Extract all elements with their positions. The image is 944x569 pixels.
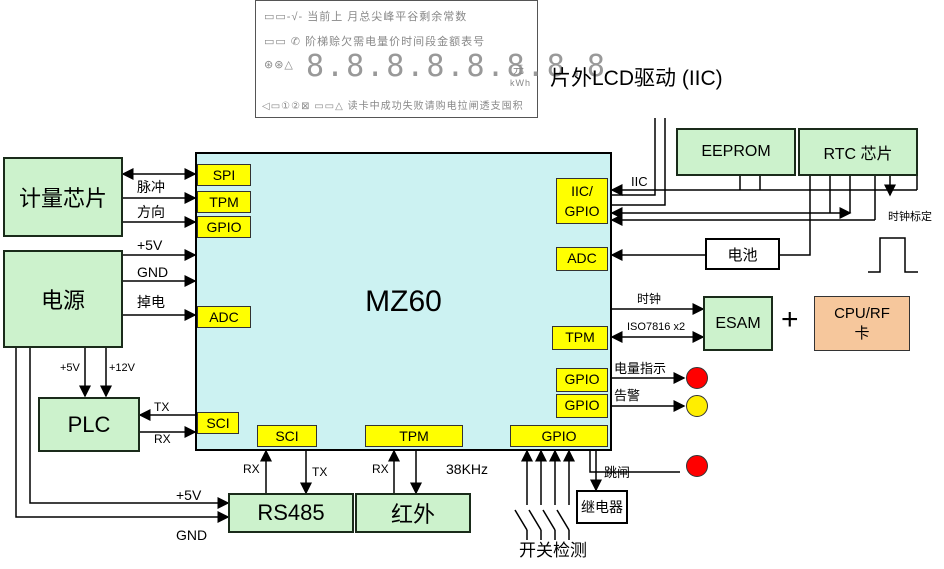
label-clock-calibration: 时钟标定 (888, 211, 932, 223)
lcd-row2: ▭▭ ✆ 阶梯赊欠需电量价时间段金额表号 (264, 36, 486, 48)
lcd-row1: ▭▭-√- 当前上 月总尖峰平谷剩余常数 (264, 11, 468, 23)
port-adc-right: ADC (556, 247, 608, 271)
label-plc-12v: +12V (109, 362, 135, 374)
label-38khz: 38KHz (446, 461, 489, 477)
label-clock: 时钟 (637, 292, 662, 306)
rs485-block: RS485 (228, 493, 354, 533)
port-tpm-left: TPM (197, 191, 251, 213)
label-energy-indicator: 电量指示 (614, 361, 667, 376)
plus-sign: + (781, 303, 799, 336)
label-trip: 跳闸 (604, 465, 631, 480)
port-tpm-bottom: TPM (365, 425, 463, 447)
lcd-icons-left: ⊛⊛△ (264, 59, 294, 71)
lamp-alarm (686, 395, 708, 417)
lamp-trip (686, 455, 708, 477)
port-gpio-left: GPIO (197, 216, 251, 238)
rtc-block: RTC 芯片 (798, 128, 918, 176)
label-pulse: 脉冲 (137, 179, 165, 195)
esam-block: ESAM (703, 296, 773, 351)
port-gpio-bottom: GPIO (510, 425, 608, 447)
label-switch-detect: 开关检测 (519, 541, 587, 560)
eeprom-block: EEPROM (676, 128, 796, 176)
port-gpio-r2: GPIO (556, 394, 608, 418)
battery-block: 电池 (705, 238, 780, 270)
label-ir-rx: RX (372, 462, 389, 476)
lcd-caption: 片外LCD驱动 (IIC) (550, 67, 723, 90)
label-powerdown: 掉电 (137, 294, 165, 310)
lcd-row4: ◁▭①②⊠ ▭▭△ 读卡中成功失败请购电拉闸透支囤积 (262, 101, 524, 112)
label-rx: RX (154, 432, 171, 446)
label-direction: 方向 (137, 204, 165, 220)
label-gnd: GND (137, 264, 169, 280)
lamp-energy-indicator (686, 367, 708, 389)
label-alarm: 告警 (614, 388, 641, 403)
label-plc-5v: +5V (60, 362, 80, 374)
cpu-rf-card: CPU/RF 卡 (814, 296, 910, 351)
port-spi: SPI (197, 164, 251, 186)
label-tx: TX (154, 400, 170, 414)
label-5v: +5V (137, 237, 163, 253)
lcd-panel: ▭▭-√- 当前上 月总尖峰平谷剩余常数 ▭▭ ✆ 阶梯赊欠需电量价时间段金额表… (255, 0, 605, 118)
label-bottom-gnd: GND (176, 527, 208, 543)
port-tpm-right: TPM (552, 326, 608, 350)
label-bottom-5v: +5V (176, 487, 202, 503)
plc-block: PLC (38, 397, 140, 452)
port-iic-gpio-label: GPIO (564, 203, 600, 219)
power-supply: 电源 (3, 250, 123, 348)
port-iic-gpio: IIC/ GPIO (556, 178, 608, 224)
lcd-unit-kwh: kWh (510, 78, 531, 88)
relay-block: 继电器 (576, 490, 628, 524)
port-sci-left: SCI (197, 412, 239, 434)
label-iso7816: ISO7816 x2 (627, 321, 686, 333)
label-rs485-tx: TX (312, 465, 328, 479)
port-gpio-r1: GPIO (556, 368, 608, 392)
label-rs485-rx: RX (243, 462, 260, 476)
lcd-unit-yuan: 元 (513, 64, 525, 76)
metering-chip: 计量芯片 (3, 157, 123, 237)
mcu-label: MZ60 (365, 284, 442, 318)
mcu-mz60: MZ60 (195, 152, 612, 451)
label-iic: IIC (631, 174, 648, 189)
port-adc-left: ADC (197, 306, 251, 328)
lcd-digits: 8.8.8.8.8.8.8.8 (306, 49, 607, 84)
port-sci-bottom: SCI (257, 425, 317, 447)
port-iic-label: IIC/ (571, 183, 593, 199)
infrared-block: 红外 (355, 493, 471, 533)
